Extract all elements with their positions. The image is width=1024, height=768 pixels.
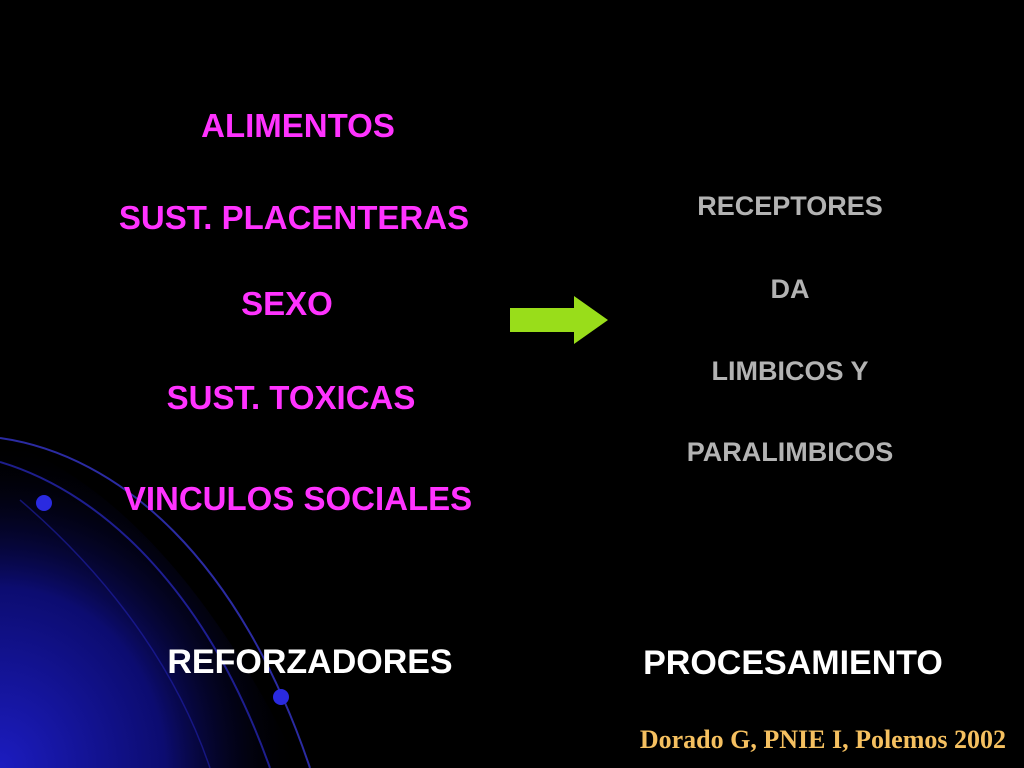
swoosh-dot-left [36,495,52,511]
reinforcer-item-1: ALIMENTOS [201,107,395,144]
swoosh-arc-outer [0,437,311,768]
processing-line-4: PARALIMBICOS [686,437,894,467]
citation: Dorado G, PNIE I, Polemos 2002 [639,725,1006,754]
right-arrow-icon [510,296,608,344]
swoosh-arc-inner [19,499,211,768]
reinforcers-heading: REFORZADORES [167,643,453,681]
processing-heading: PROCESAMIENTO [643,644,943,682]
reinforcer-item-5: VINCULOS SOCIALES [123,480,473,517]
reinforcer-item-3: SEXO [241,285,333,322]
swoosh-band [0,440,300,768]
reinforcer-item-4: SUST. TOXICAS [166,379,416,416]
swoosh-dot-bottom [273,689,289,705]
reinforcer-item-2: SUST. PLACENTERAS [118,199,470,236]
processing-line-3: LIMBICOS Y [711,356,869,386]
processing-line-2: DA [770,274,810,304]
processing-line-1: RECEPTORES [697,191,883,221]
swoosh-arc-mid [0,461,271,768]
